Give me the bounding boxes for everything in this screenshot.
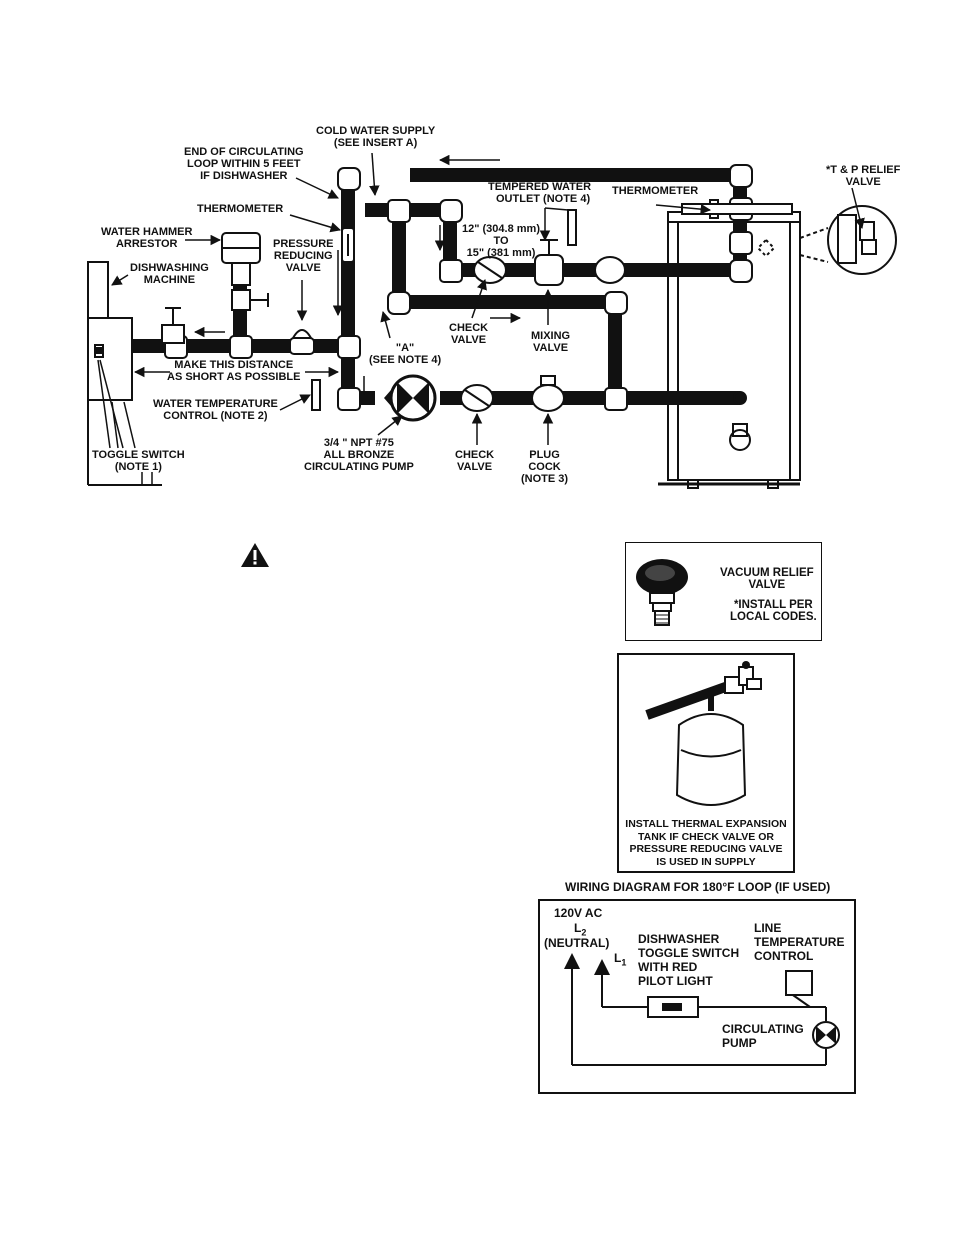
label-tempered-water-outlet: TEMPERED WATER OUTLET (NOTE 4): [488, 181, 592, 205]
label-toggle-switch: TOGGLE SWITCH (NOTE 1): [92, 449, 185, 473]
label-circulating-pump: 3/4 " NPT #75 ALL BRONZE CIRCULATING PUM…: [304, 437, 414, 473]
vacuum-relief-insert: VACUUM RELIEF VALVE *INSTALL PER LOCAL C…: [625, 542, 822, 641]
label-plug-cock: PLUG COCK (NOTE 3): [521, 449, 569, 485]
wiring-diagram-box: 120V AC L2 (NEUTRAL) L1 DISHWASHER TOGGL…: [538, 899, 856, 1094]
label-point-a: "A" (SEE NOTE 4): [369, 342, 442, 366]
wiring-l1-label: L1: [614, 951, 627, 968]
line-temp-control-symbol: [785, 970, 813, 996]
expansion-tank-caption: INSTALL THERMAL EXPANSION TANK IF CHECK …: [625, 818, 787, 868]
wiring-l2-label: L2: [574, 921, 587, 938]
label-water-temp-control: WATER TEMPERATURE CONTROL (NOTE 2): [153, 398, 278, 422]
wiring-toggle-switch-label: DISHWASHER TOGGLE SWITCH WITH RED PILOT …: [638, 932, 740, 988]
label-dishwashing-machine: DISHWASHING MACHINE: [130, 262, 209, 286]
wiring-diagram-title: WIRING DIAGRAM FOR 180°F LOOP (IF USED): [565, 880, 831, 894]
tp-relief-detail: [756, 205, 897, 275]
label-distance-spec: 12" (304.8 mm) TO 15" (381 mm): [462, 223, 540, 259]
wiring-neutral-label: (NEUTRAL): [544, 936, 610, 950]
label-thermometer-right: THERMOMETER: [612, 185, 699, 197]
pipe-fittings: [164, 164, 753, 411]
label-check-valve-upper: CHECK VALVE: [449, 322, 489, 346]
label-end-of-loop: END OF CIRCULATING LOOP WITHIN 5 FEET IF…: [184, 146, 304, 182]
label-pressure-reducing-valve: PRESSURE REDUCING VALVE: [273, 238, 334, 274]
flow-arrows: [133, 154, 522, 395]
leader-lines: [97, 152, 865, 485]
wiring-circuit: [564, 953, 840, 1066]
label-water-hammer-arrestor: WATER HAMMER ARRESTOR: [101, 226, 193, 250]
label-make-distance-short: MAKE THIS DISTANCE AS SHORT AS POSSIBLE: [167, 359, 301, 383]
expansion-tank-insert: INSTALL THERMAL EXPANSION TANK IF CHECK …: [617, 653, 795, 873]
label-mixing-valve: MIXING VALVE: [531, 330, 571, 354]
label-check-valve-lower: CHECK VALVE: [455, 449, 495, 473]
label-thermometer-left: THERMOMETER: [197, 203, 284, 215]
label-tp-relief-valve: *T & P RELIEF VALVE: [826, 164, 901, 188]
expansion-tank-icon: [645, 661, 762, 806]
vacuum-relief-note: *INSTALL PER LOCAL CODES.: [730, 599, 817, 623]
label-cold-water-supply: COLD WATER SUPPLY (SEE INSERT A): [316, 125, 436, 149]
warning-icon: [241, 543, 269, 567]
water-heater: [658, 203, 801, 489]
vacuum-relief-title: VACUUM RELIEF VALVE: [720, 567, 814, 591]
valves: [161, 199, 719, 412]
wiring-circulating-pump-label: CIRCULATING PUMP: [722, 1022, 804, 1050]
vacuum-relief-valve-icon: [636, 559, 688, 626]
circulating-pump-wiring-symbol: [812, 1021, 840, 1049]
circulating-pump-symbol: [384, 374, 437, 422]
wiring-supply-label: 120V AC: [554, 906, 603, 920]
wiring-line-temp-label: LINE TEMPERATURE CONTROL: [754, 921, 845, 963]
